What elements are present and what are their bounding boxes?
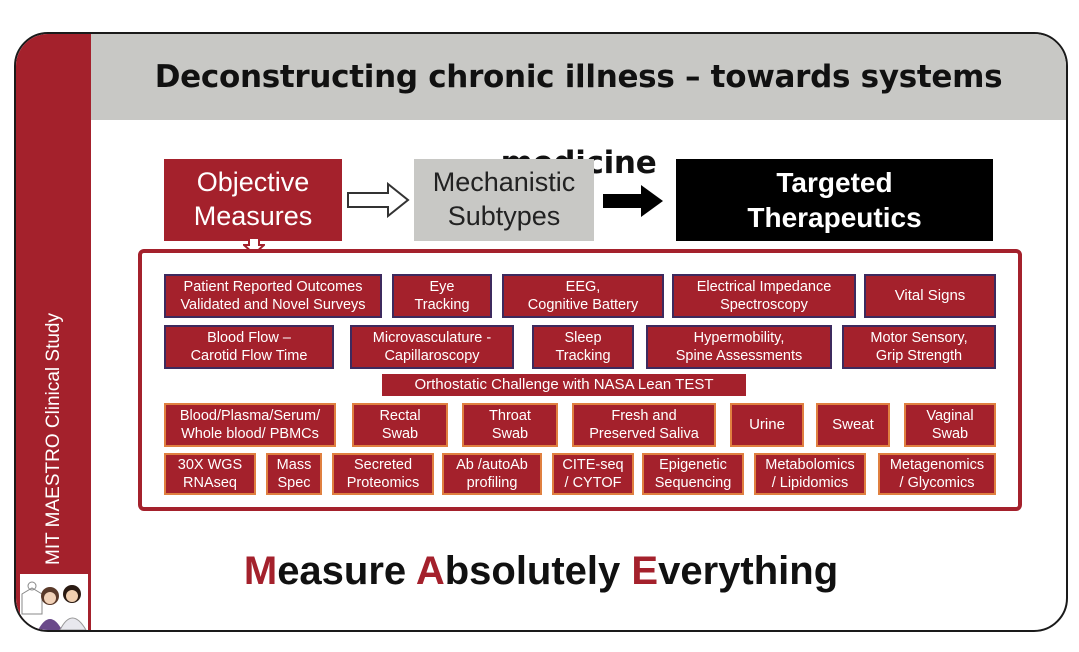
slide-title: Deconstructing chronic illness – towards… — [154, 59, 1003, 181]
measure-patient-reported-outcomes: Patient Reported Outcomes Validated and … — [164, 274, 382, 318]
measure-eye-tracking: Eye Tracking — [392, 274, 492, 318]
tagline-e-initial: E — [631, 549, 659, 593]
mechanistic-subtypes-label: Mechanistic Subtypes — [432, 167, 576, 231]
mechanistic-subtypes-box: Mechanistic Subtypes — [414, 159, 594, 241]
measure-orthostatic-challenge: Orthostatic Challenge with NASA Lean TES… — [382, 374, 746, 396]
measure-microvasculature: Microvasculature - Capillaroscopy — [350, 325, 514, 369]
measure-blood-flow: Blood Flow – Carotid Flow Time — [164, 325, 334, 369]
hollow-arrow-icon — [347, 182, 410, 218]
solid-arrow-icon — [603, 185, 663, 217]
assay-metagenomics: Metagenomics / Glycomics — [878, 453, 996, 495]
assay-secreted-proteomics: Secreted Proteomics — [332, 453, 434, 495]
assay-cite-seq: CITE-seq / CYTOF — [552, 453, 634, 495]
sample-sweat: Sweat — [816, 403, 890, 447]
objective-measures-label: Objective Measures — [193, 167, 313, 231]
tagline-m-rest: easure — [277, 549, 416, 593]
measure-vital-signs: Vital Signs — [864, 274, 996, 318]
assay-mass-spec: Mass Spec — [266, 453, 322, 495]
measure-sleep-tracking: Sleep Tracking — [532, 325, 634, 369]
slide-frame: MIT MAESTRO Clinical Study Deconstructin… — [14, 32, 1068, 632]
sample-blood: Blood/Plasma/Serum/ Whole blood/ PBMCs — [164, 403, 336, 447]
targeted-therapeutics-label: Targeted Therapeutics — [747, 167, 922, 233]
assay-autoab-profiling: Ab /autoAb profiling — [442, 453, 542, 495]
assay-metabolomics: Metabolomics / Lipidomics — [754, 453, 866, 495]
title-bar: Deconstructing chronic illness – towards… — [91, 34, 1066, 181]
objective-measures-panel: Patient Reported Outcomes Validated and … — [138, 249, 1022, 511]
sample-urine: Urine — [730, 403, 804, 447]
tagline-a-rest: bsolutely — [444, 549, 632, 593]
assay-epigenetic: Epigenetic Sequencing — [642, 453, 744, 495]
measure-eeg-cognitive: EEG, Cognitive Battery — [502, 274, 664, 318]
targeted-therapeutics-box: Targeted Therapeutics — [676, 159, 993, 241]
tagline-m-initial: M — [243, 549, 278, 593]
portrait-illustration — [20, 574, 88, 630]
tagline-a-initial: A — [415, 549, 445, 593]
sidebar-label: MIT MAESTRO Clinical Study — [43, 313, 64, 565]
sample-throat-swab: Throat Swab — [462, 403, 558, 447]
objective-measures-box: Objective Measures — [164, 159, 342, 241]
measure-hypermobility: Hypermobility, Spine Assessments — [646, 325, 832, 369]
sample-rectal-swab: Rectal Swab — [352, 403, 448, 447]
measure-motor-sensory: Motor Sensory, Grip Strength — [842, 325, 996, 369]
sample-vaginal-swab: Vaginal Swab — [904, 403, 996, 447]
measure-electrical-impedance: Electrical Impedance Spectroscopy — [672, 274, 856, 318]
sidebar: MIT MAESTRO Clinical Study — [16, 34, 91, 630]
sample-saliva: Fresh and Preserved Saliva — [572, 403, 716, 447]
tagline: Measure Absolutely Everything — [16, 549, 1066, 594]
assay-wgs-rnaseq: 30X WGS RNAseq — [164, 453, 256, 495]
tagline-e-rest: verything — [658, 549, 839, 593]
